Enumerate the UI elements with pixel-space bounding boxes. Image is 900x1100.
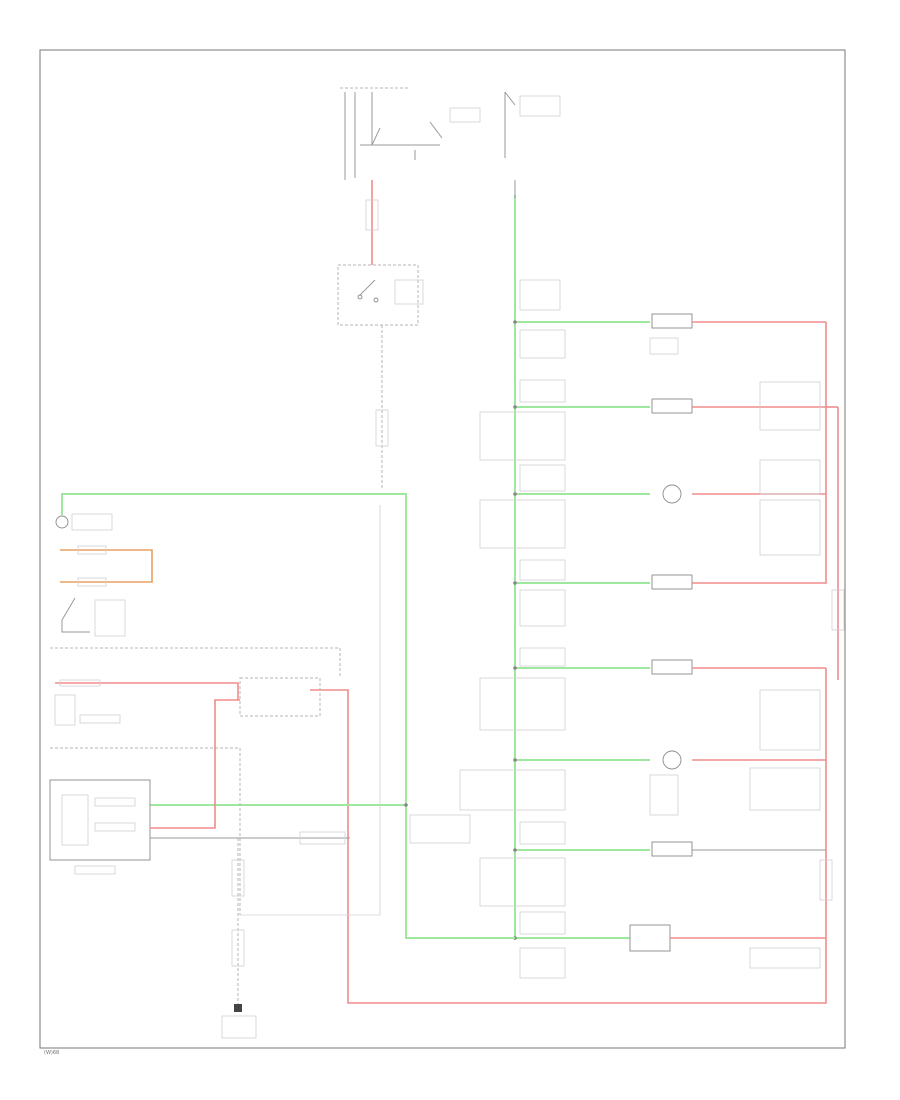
wire-red-left	[55, 682, 239, 700]
bulb-3	[662, 484, 682, 504]
switch-box	[337, 264, 424, 326]
wire-red-right-3	[310, 668, 827, 1004]
footer-code: (W)68	[44, 1050, 59, 1056]
left-components	[50, 513, 341, 678]
bulb-2	[651, 398, 693, 414]
ground-point	[234, 1004, 242, 1012]
bulb-4	[651, 574, 693, 590]
wire-red-switch	[150, 699, 240, 829]
bulb-7	[651, 841, 693, 857]
fuse-panel-top	[340, 87, 561, 180]
main-switch	[49, 779, 151, 875]
wire-green-left	[61, 493, 515, 939]
bulb-5	[651, 659, 693, 675]
component-8	[629, 924, 671, 952]
bulb-6	[662, 750, 682, 770]
component-rows	[459, 279, 826, 979]
bulb-1	[651, 313, 693, 329]
wire-red-right-1	[760, 322, 827, 584]
diagram-frame	[39, 49, 846, 1049]
